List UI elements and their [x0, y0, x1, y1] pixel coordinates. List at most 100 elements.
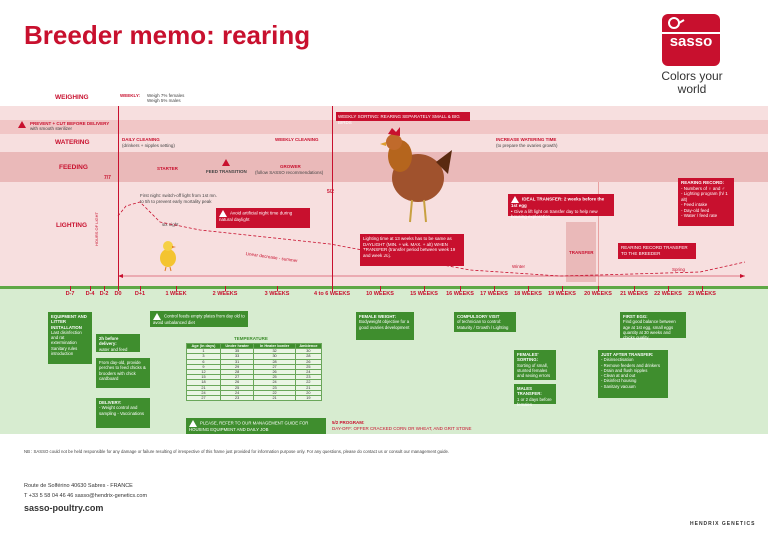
transfer-zone — [566, 222, 596, 282]
refer-guide-box: PLEASE, REFER TO OUR MANAGEMENT GUIDE FO… — [186, 418, 326, 434]
after-item: - Clean at and out — [601, 373, 636, 379]
temp-cell: 33 — [219, 353, 255, 360]
transfer-line — [598, 182, 599, 286]
grower-label: GROWER — [280, 164, 301, 169]
temp-cell: 25 — [219, 384, 255, 391]
delivery-title: DELIVERY: — [99, 400, 122, 405]
fromday-box: From day-old, provide perches to feed ch… — [96, 358, 150, 388]
after-item: - Disinsectisation — [601, 357, 634, 363]
timeline-tick-label: D0 — [114, 291, 122, 297]
hen-illustration — [380, 127, 452, 223]
sasso-logo: sasso — [662, 14, 720, 66]
warning-icon — [18, 121, 26, 128]
equipment-sub: Last disinfection and rat extermination … — [51, 329, 82, 357]
after-item: - Disinfect housing — [601, 378, 637, 384]
compulsory-visit-title: COMPULSORY VISIT — [457, 314, 500, 319]
equipment-title: EQUIPMENT AND LITTER INSTALLATION — [51, 314, 87, 330]
temp-cell: 26 — [253, 368, 296, 376]
temp-cell: 35 — [219, 348, 255, 355]
page-title: Breeder memo: rearing — [24, 20, 311, 50]
winter-label: Winter — [512, 264, 526, 269]
weigh-males: Weigh 5% males — [147, 98, 181, 103]
after-item: - Remove feeders and drinkers — [601, 362, 660, 368]
weekly-label: WEEKLY: — [120, 93, 141, 98]
temp-cell: 23 — [219, 395, 255, 402]
lighting-time-box: Lighting time at 13 weeks has to be same… — [360, 234, 464, 266]
feeding-band — [0, 152, 768, 182]
temp-cell: 27 — [186, 395, 221, 402]
timeline-tick-mark — [528, 286, 529, 291]
address: Route de Solférino 40630 Sabres - FRANCE — [24, 483, 133, 489]
timeline-tick-mark — [140, 286, 141, 291]
program-title: 5/2 PROGRAM: — [332, 420, 365, 425]
feeding-77: 7/7 — [104, 175, 111, 181]
hendrix-logo: HENDRIX GENETICS — [690, 521, 756, 527]
temp-cell: 30 — [294, 348, 323, 355]
timeline-tick-mark — [634, 286, 635, 291]
week4-line — [332, 106, 333, 286]
rearing-record-box: REARING RECORD: - Numbers of ♀ and ♂ - L… — [678, 178, 734, 226]
timeline-tick-mark — [702, 286, 703, 291]
record-item: - Lighting program (h/ 1 alt) — [681, 191, 728, 202]
feeding-52: 5/2 — [327, 189, 334, 195]
temp-cell: 23 — [294, 374, 323, 381]
temp-cell: 31 — [219, 358, 255, 365]
temp-cell: 27 — [253, 363, 296, 371]
tagline: Colors your world — [661, 69, 723, 96]
ideal-transfer-sub: • Give a lift light on transfer day to h… — [511, 208, 598, 220]
after-item: - Drain and flush nipples — [601, 367, 648, 373]
row-label-watering: WATERING — [55, 139, 90, 146]
logo-swirl-icon — [668, 17, 685, 29]
prevent-line1: PREVENT + CUT BEFORE DELIVERY — [30, 121, 110, 126]
grower-sub: (follow SASSO recommendations) — [255, 170, 324, 175]
contact: T +33 5 58 04 46 46 sasso@hendrix-geneti… — [24, 493, 148, 499]
daily-cleaning: DAILY CLEANING — [122, 137, 160, 142]
temp-cell: 28 — [294, 353, 323, 360]
row-label-lighting: LIGHTING — [56, 222, 88, 229]
temp-cell: 20 — [294, 389, 323, 397]
temp-cell: 22 — [294, 379, 323, 386]
temp-header-cell: Ambience — [294, 342, 323, 350]
temp-cell: 32 — [253, 348, 296, 355]
temp-cell: 26 — [294, 358, 323, 365]
control-feeds-text: Control feeds empty plates from day old … — [153, 313, 245, 325]
timeline-tick-label: 1 WEEK — [165, 291, 187, 297]
spring-label: Spring — [672, 267, 686, 272]
compulsory-visit-box: COMPULSORY VISIT of technician to contro… — [454, 312, 516, 332]
timeline-tick-label: 18 WEEKS — [514, 291, 542, 297]
delivery-box: DELIVERY: - Weight control and sampling … — [96, 398, 150, 428]
website-link[interactable]: sasso-poultry.com — [24, 503, 104, 513]
temp-cell: 24 — [294, 368, 323, 376]
chick-illustration — [160, 241, 176, 272]
transfer-label: TRANSFER — [569, 250, 594, 255]
timeline-tick-label: 2 WEEKS — [212, 291, 238, 297]
timeline-tick-label: 20 WEEKS — [584, 291, 612, 297]
timeline-tick-mark — [277, 286, 278, 291]
timeline-axis — [0, 286, 768, 289]
female-weight-title: FEMALE WEIGHT: — [359, 314, 396, 319]
timeline-tick-mark — [90, 286, 91, 291]
warning-icon — [511, 196, 519, 203]
lighting-curve — [117, 201, 746, 277]
before-delivery-title: 2h before delivery: — [99, 336, 119, 347]
program-sub: DAY-OFF: OFFER CRACKED CORN OR WHEAT, AN… — [332, 426, 472, 431]
temp-cell: 28 — [219, 368, 255, 376]
timeline-tick-label: 21 WEEKS — [620, 291, 648, 297]
timeline-tick-mark — [118, 286, 119, 291]
timeline-tick-label: 3 WEEKS — [264, 291, 290, 297]
timeline-tick-mark — [176, 286, 177, 291]
avoid-night-box: Avoid artificial night time during natur… — [216, 208, 310, 228]
temp-cell: 25 — [253, 374, 296, 381]
timeline-tick-label: 19 WEEKS — [548, 291, 576, 297]
record-transfer-box: REARING RECORD TRANSFER TO THE BREEDER — [618, 243, 696, 259]
lighting-arrows — [118, 274, 745, 278]
prevent-band — [0, 120, 768, 134]
timeline-tick-label: 23 WEEKS — [688, 291, 716, 297]
timeline-tick-label: 10 WEEKS — [366, 291, 394, 297]
timeline-tick-mark — [70, 286, 71, 291]
